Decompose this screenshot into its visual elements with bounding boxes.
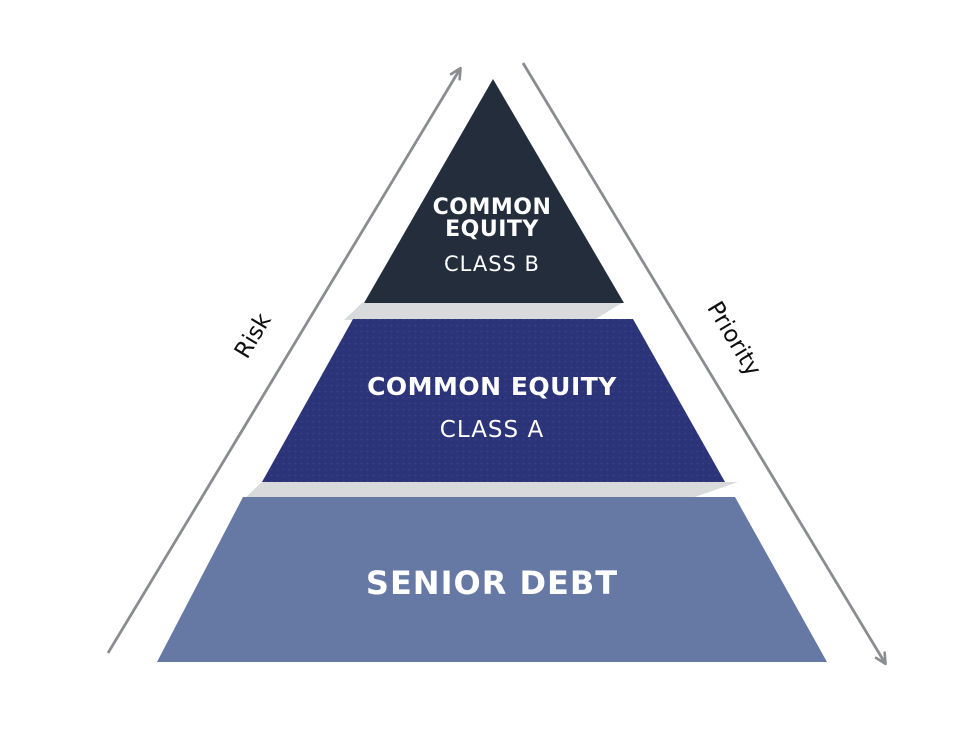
priority-arrow [521,62,887,666]
risk-arrow [106,66,462,654]
divider-band-top [344,303,622,320]
tier-class-a-texture [262,319,725,482]
tier-senior-debt-shape [157,497,827,662]
divider-band-bottom [245,482,738,498]
tier-class-b-shape [364,79,624,303]
